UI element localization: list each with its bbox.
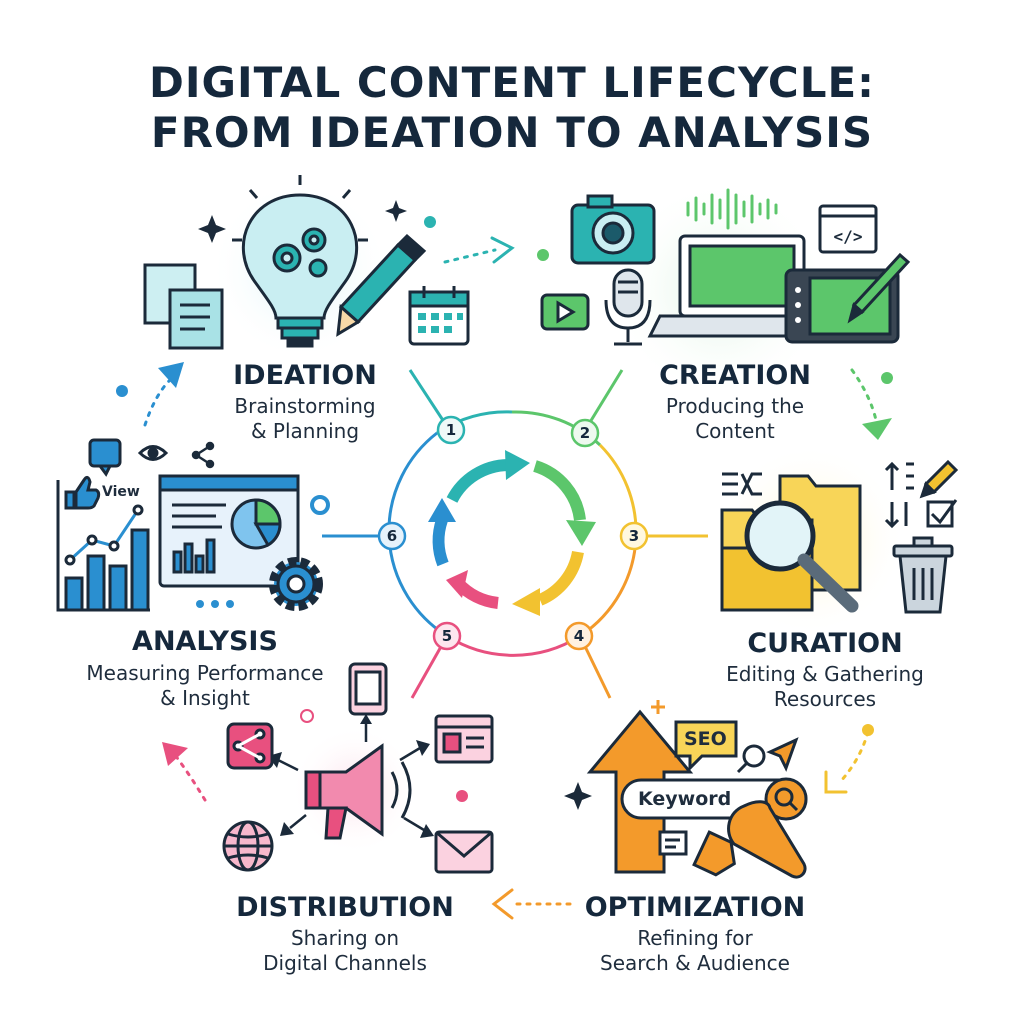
stage-title-creation: CREATION: [659, 360, 811, 391]
checkbox-icon: [926, 499, 958, 528]
audio-wave-icon: [686, 188, 778, 230]
share-icon: [226, 722, 274, 770]
magnifier-small-icon: [736, 744, 766, 774]
ideation-icons: [143, 175, 470, 360]
share-small-icon: [191, 441, 215, 469]
code-window-icon: </>: [818, 204, 878, 254]
badge-6: 6: [377, 521, 407, 551]
calendar-icon: [408, 286, 470, 346]
stage-desc-creation-2: Content: [695, 419, 775, 443]
price-tag-icon: [658, 830, 736, 877]
number-badges: 1 2 3 4 5 6: [377, 415, 649, 651]
page-title-line-2: FROM IDEATION TO ANALYSIS: [150, 108, 874, 157]
mobile-icon: [348, 662, 388, 716]
badge-number-2: 2: [580, 424, 590, 442]
badge-number-5: 5: [442, 627, 452, 645]
magnifier-icon: [744, 500, 859, 613]
stage-desc-optimization-2: Search & Audience: [600, 951, 790, 975]
trash-icon: [892, 536, 954, 614]
optimization-icons: [564, 700, 808, 879]
eye-icon: [137, 445, 169, 461]
globe-icon: [222, 820, 274, 872]
distribution-icons: [222, 662, 494, 874]
cycle-arrows: [428, 450, 596, 616]
like-bubble-icon: [88, 438, 122, 477]
lightbulb-gears-icon: [232, 175, 368, 348]
stage-title-ideation: IDEATION: [233, 360, 377, 391]
pencil-small-icon: [919, 459, 959, 499]
drawing-tablet-icon: [784, 252, 911, 344]
megaphone-icon: [304, 743, 412, 840]
stage-desc-distribution-1: Sharing on: [290, 926, 400, 950]
pie-chart-icon: [230, 498, 282, 550]
page-title-line-1: DIGITAL CONTENT LIFECYCLE:: [149, 58, 875, 107]
cursor-icon: [766, 737, 799, 772]
view-label: View: [102, 484, 140, 500]
stage-desc-ideation-1: Brainstorming: [234, 394, 376, 418]
microphone-icon: [604, 268, 652, 346]
stage-desc-ideation-2: & Planning: [250, 419, 360, 443]
keyword-label: Keyword: [638, 788, 732, 810]
pencil-icon: [336, 233, 427, 337]
badge-number-6: 6: [387, 527, 397, 545]
play-video-icon: [540, 293, 590, 331]
sort-icon: [884, 461, 914, 529]
stage-title-curation: CURATION: [747, 628, 903, 659]
stage-desc-analysis-2: & Insight: [160, 686, 250, 710]
bar-chart-icon: [56, 480, 150, 612]
badge-1: 1: [436, 415, 466, 445]
like-icon: [64, 475, 101, 510]
wrench-icon: [727, 800, 807, 879]
badge-number-3: 3: [629, 527, 639, 545]
badge-number-4: 4: [574, 627, 584, 645]
gear-icon: [269, 557, 323, 611]
stage-desc-optimization-1: Refining for: [637, 926, 753, 950]
badge-4: 4: [564, 621, 594, 651]
gear-small-icon: [310, 495, 330, 515]
dash-bars: [172, 538, 216, 574]
badge-5: 5: [432, 621, 462, 651]
pagination-dots: [196, 600, 234, 608]
stage-desc-curation-2: Resources: [773, 687, 877, 711]
creation-icons: </>: [540, 180, 911, 400]
badge-number-1: 1: [446, 421, 456, 439]
decor-dots: [116, 216, 893, 802]
webpage-icon: [434, 714, 494, 764]
seo-tag-icon: [674, 720, 738, 772]
analysis-icons: [56, 438, 330, 612]
stage-desc-curation-1: Editing & Gathering: [726, 662, 924, 686]
shuffle-icon: [722, 472, 762, 496]
seo-label: SEO: [684, 728, 727, 750]
stage-title-optimization: OPTIMIZATION: [584, 892, 806, 923]
stage-title-analysis: ANALYSIS: [132, 626, 278, 657]
camera-icon: [570, 194, 656, 265]
stage-desc-creation-1: Producing the: [665, 394, 805, 418]
stage-desc-distribution-2: Digital Channels: [263, 951, 427, 975]
svg-text:</>: </>: [834, 227, 863, 246]
badge-3: 3: [619, 521, 649, 551]
badge-2: 2: [570, 418, 600, 448]
curation-icons: [715, 445, 959, 635]
flow-arrows: [143, 236, 892, 920]
stage-desc-analysis-1: Measuring Performance: [86, 661, 324, 685]
notes-icon: [143, 263, 224, 350]
stage-title-distribution: DISTRIBUTION: [236, 892, 454, 923]
envelope-icon: [434, 830, 494, 874]
